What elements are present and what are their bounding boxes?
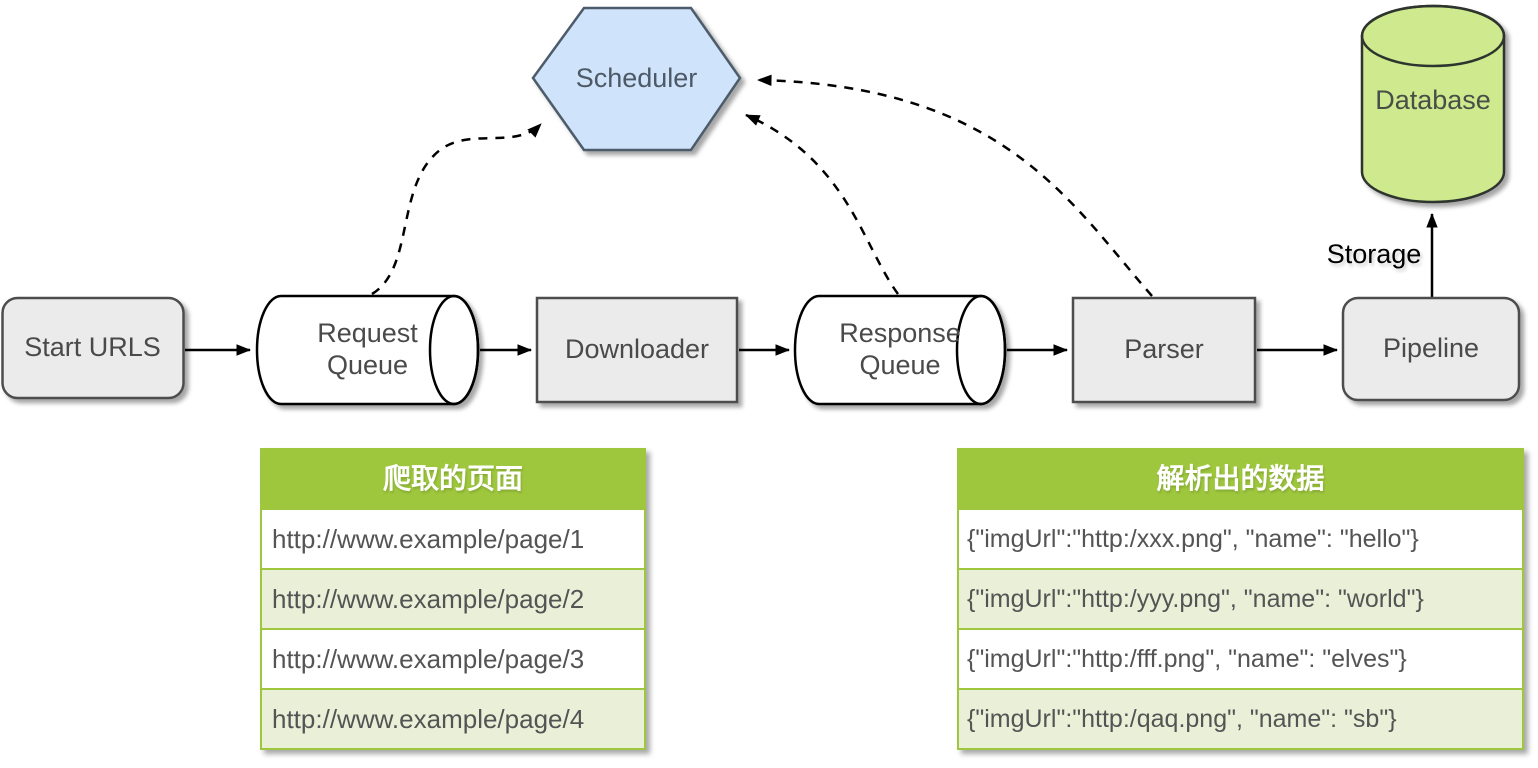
parsed-data-title: 解析出的数据 <box>959 450 1522 508</box>
parsed-data-table: 解析出的数据 {"imgUrl":"http:/xxx.png", "name"… <box>957 448 1524 750</box>
database-cylinder-shape <box>1360 4 1506 204</box>
pipeline-box-shape <box>1341 296 1521 402</box>
dashed-arrow-parser-to-scheduler <box>757 74 1153 297</box>
table-row: {"imgUrl":"http:/xxx.png", "name": "hell… <box>959 508 1522 568</box>
table-row: http://www.example/page/4 <box>262 688 644 748</box>
crawled-pages-table: 爬取的页面 http://www.example/page/1 http://w… <box>260 448 646 750</box>
downloader-box-shape <box>535 296 739 404</box>
response-queue-cylinder-shape <box>793 294 1007 406</box>
table-row: http://www.example/page/3 <box>262 628 644 688</box>
scheduler-feedback-arrows <box>371 74 1153 297</box>
crawled-pages-title: 爬取的页面 <box>262 450 644 508</box>
table-row: http://www.example/page/1 <box>262 508 644 568</box>
request-queue-cylinder-shape <box>255 294 480 406</box>
database-top-cap <box>1360 4 1506 68</box>
parser-box-shape <box>1071 296 1257 404</box>
table-row: {"imgUrl":"http:/qaq.png", "name": "sb"} <box>959 688 1522 748</box>
request-queue-cap <box>428 294 480 406</box>
table-row: {"imgUrl":"http:/fff.png", "name": "elve… <box>959 628 1522 688</box>
table-row: http://www.example/page/2 <box>262 568 644 628</box>
scheduler-hexagon-shape <box>531 6 742 152</box>
dashed-arrow-request-queue-to-scheduler <box>371 123 542 296</box>
response-queue-cap <box>955 294 1007 406</box>
dashed-arrow-response-queue-to-scheduler <box>745 113 900 295</box>
flow-arrows <box>185 213 1438 356</box>
start-urls-box-shape <box>1 296 185 400</box>
table-row: {"imgUrl":"http:/yyy.png", "name": "worl… <box>959 568 1522 628</box>
